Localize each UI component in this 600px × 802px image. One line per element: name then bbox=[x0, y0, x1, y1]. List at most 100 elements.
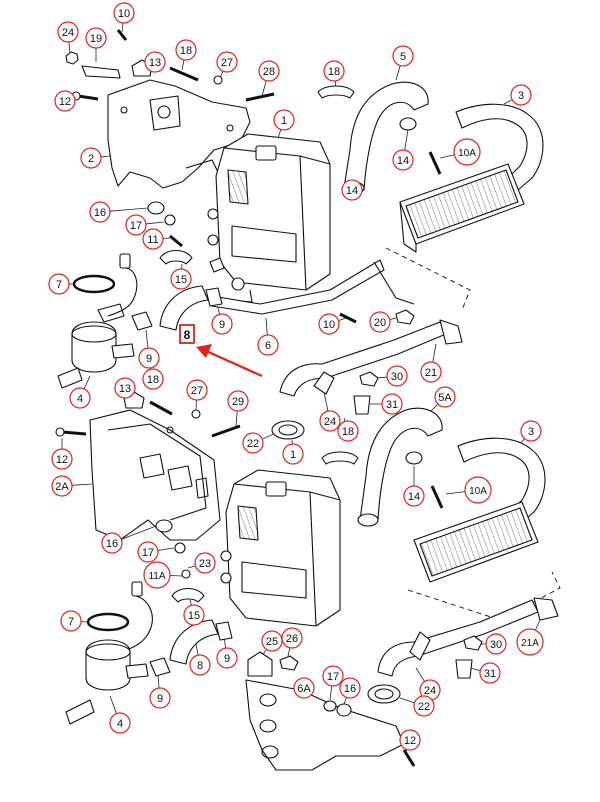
callout-number: 9 bbox=[224, 653, 230, 665]
callout-22: 22 bbox=[414, 696, 434, 716]
callout-number: 6A bbox=[297, 683, 311, 695]
callout-7: 7 bbox=[61, 611, 81, 631]
callout-18: 18 bbox=[324, 61, 344, 81]
callout-number: 30 bbox=[391, 371, 403, 383]
callout-number: 24 bbox=[62, 27, 74, 39]
callout-number: 16 bbox=[344, 683, 356, 695]
callout-number: 29 bbox=[232, 396, 244, 408]
leader-line bbox=[158, 548, 174, 550]
coolant-hose-part bbox=[344, 82, 428, 190]
callout-number: 19 bbox=[90, 33, 102, 45]
callout-3: 3 bbox=[511, 85, 531, 105]
callout-5: 5 bbox=[393, 46, 413, 66]
callout-number: 25 bbox=[266, 636, 278, 648]
callout-1: 1 bbox=[283, 444, 303, 464]
leader-line bbox=[416, 668, 425, 682]
leader-line bbox=[330, 686, 332, 700]
callout-27: 27 bbox=[187, 380, 207, 400]
callout-number: 17 bbox=[130, 220, 142, 232]
callout-13: 13 bbox=[145, 52, 165, 72]
callout-number: 31 bbox=[484, 668, 496, 680]
callout-number: 10A bbox=[469, 486, 487, 497]
leader-line bbox=[190, 600, 191, 605]
callout-number: 13 bbox=[119, 383, 131, 395]
callout-24: 24 bbox=[58, 22, 78, 42]
callout-number: 12 bbox=[59, 96, 71, 108]
callout-number: 16 bbox=[94, 207, 106, 219]
callout-31: 31 bbox=[382, 394, 402, 414]
callout-number: 15 bbox=[188, 610, 200, 622]
callout-number: 2A bbox=[55, 481, 69, 493]
callout-30: 30 bbox=[387, 366, 407, 386]
highlight-number: 8 bbox=[184, 328, 191, 342]
callout-number: 18 bbox=[342, 426, 354, 438]
callout-4: 4 bbox=[70, 388, 90, 408]
component-drawings bbox=[56, 30, 560, 770]
callout-27: 27 bbox=[217, 52, 237, 72]
hose-8-part bbox=[160, 286, 208, 330]
callout-16: 16 bbox=[340, 678, 360, 698]
callout-number: 20 bbox=[374, 317, 386, 329]
callout-18: 18 bbox=[143, 369, 163, 389]
leader-line bbox=[122, 23, 123, 32]
callout-number: 3 bbox=[518, 90, 524, 102]
callout-number: 12 bbox=[56, 454, 68, 466]
callout-number: 13 bbox=[149, 57, 161, 69]
callout-6: 6 bbox=[258, 335, 278, 355]
leader-line bbox=[110, 696, 117, 714]
circulation-pump-part bbox=[72, 322, 116, 372]
callout-18: 18 bbox=[176, 40, 196, 60]
callout-number: 17 bbox=[142, 547, 154, 559]
callout-number: 1 bbox=[290, 449, 296, 461]
callout-number: 10A bbox=[458, 148, 476, 159]
callout-11: 11 bbox=[143, 229, 163, 249]
callout-28: 28 bbox=[259, 61, 279, 81]
callout-10: 10 bbox=[114, 3, 134, 23]
callout-4: 4 bbox=[110, 713, 130, 733]
callout-15: 15 bbox=[171, 269, 191, 289]
callout-21a: 21A bbox=[517, 629, 543, 655]
callout-number: 18 bbox=[147, 374, 159, 386]
coolant-hose-5a-part bbox=[360, 408, 442, 520]
callout-number: 15 bbox=[175, 274, 187, 286]
leader-line bbox=[84, 376, 90, 389]
callout-9: 9 bbox=[139, 348, 159, 368]
callout-number: 14 bbox=[408, 491, 420, 503]
callout-number: 16 bbox=[106, 538, 118, 550]
callout-7: 7 bbox=[49, 274, 69, 294]
callout-number: 4 bbox=[117, 718, 123, 730]
callout-9: 9 bbox=[217, 648, 237, 668]
leader-line bbox=[278, 129, 281, 138]
callout-number: 17 bbox=[327, 671, 339, 683]
callout-number: 9 bbox=[157, 693, 163, 705]
callout-number: 28 bbox=[263, 66, 275, 78]
leader-line bbox=[262, 81, 266, 96]
callout-18: 18 bbox=[338, 421, 358, 441]
callout-number: 18 bbox=[328, 66, 340, 78]
leader-line bbox=[378, 377, 387, 378]
callout-17: 17 bbox=[323, 666, 343, 686]
callout-16: 16 bbox=[102, 533, 122, 553]
callout-number: 9 bbox=[146, 353, 152, 365]
callout-10a: 10A bbox=[454, 139, 480, 165]
callout-number: 7 bbox=[56, 279, 62, 291]
leader-line bbox=[182, 60, 184, 70]
callout-8: 8 bbox=[190, 655, 210, 675]
callout-number: 27 bbox=[221, 57, 233, 69]
callout-13: 13 bbox=[115, 378, 135, 398]
callout-14: 14 bbox=[342, 180, 362, 200]
leader-line bbox=[196, 644, 198, 655]
callout-1: 1 bbox=[274, 110, 294, 130]
callout-number: 1 bbox=[281, 115, 287, 127]
callout-26: 26 bbox=[282, 628, 302, 648]
callout-number: 31 bbox=[386, 399, 398, 411]
callout-19: 19 bbox=[86, 28, 106, 48]
callout-number: 22 bbox=[247, 438, 259, 450]
callout-number: 18 bbox=[180, 45, 192, 57]
leader-line bbox=[390, 318, 396, 320]
leader-line bbox=[262, 434, 274, 439]
callout-number: 9 bbox=[219, 319, 225, 331]
callout-3: 3 bbox=[521, 421, 541, 441]
leader-line bbox=[405, 130, 408, 150]
